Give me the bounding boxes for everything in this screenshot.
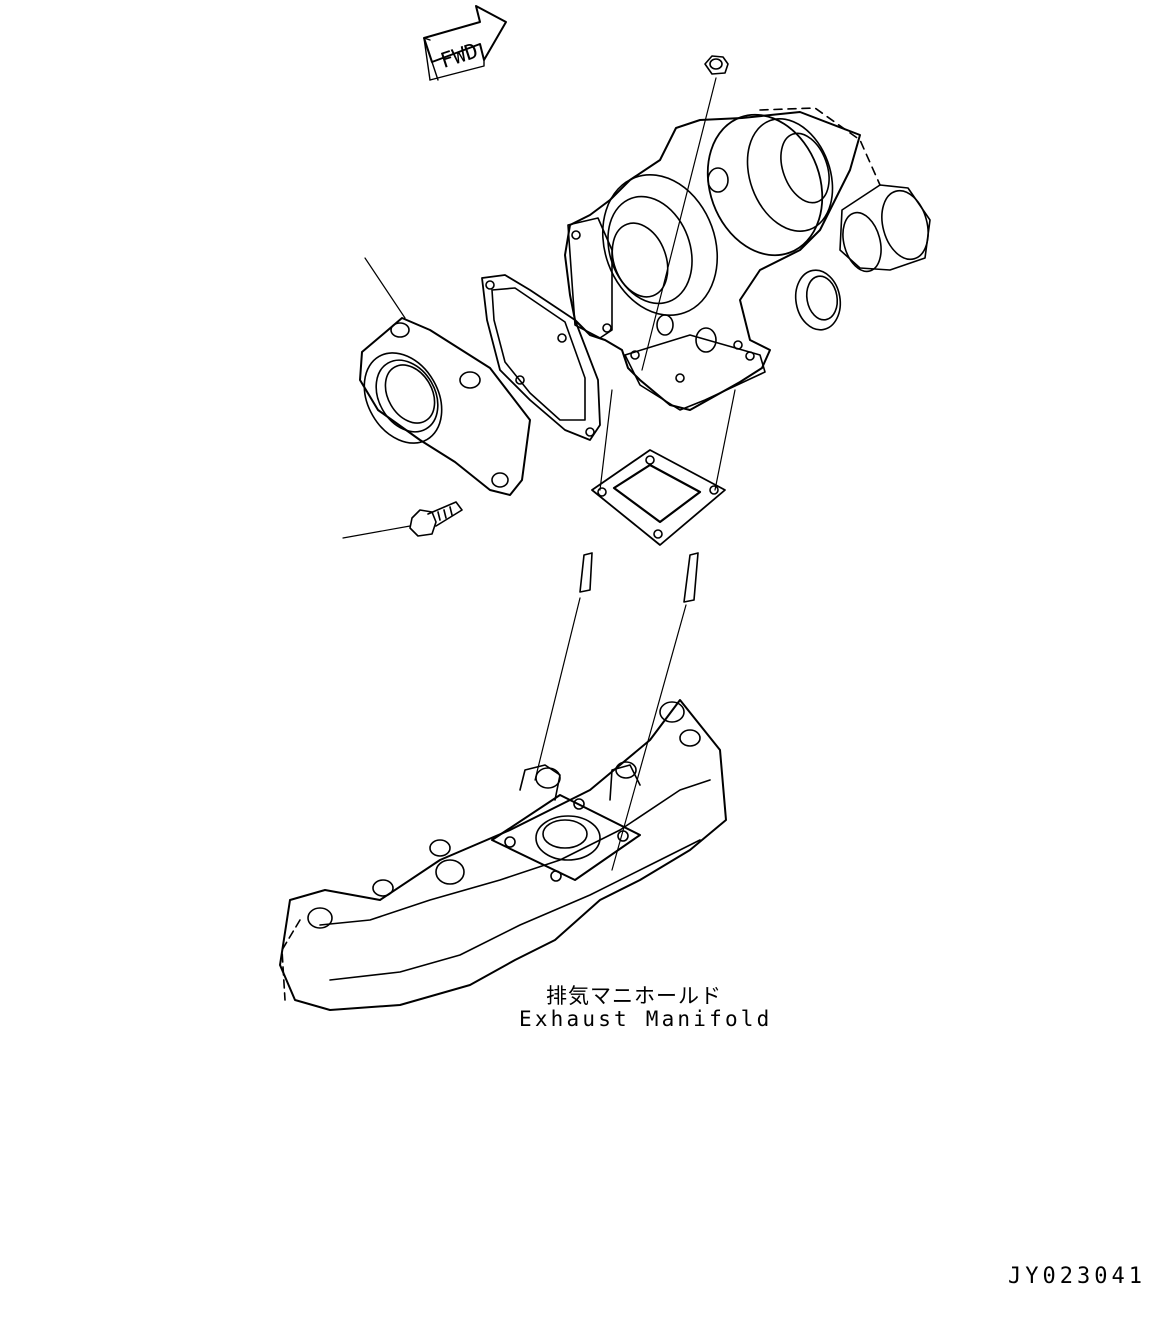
bolt-part bbox=[343, 502, 462, 538]
fwd-arrow-icon: FWD bbox=[424, 6, 506, 80]
drawing-code: JY023041 bbox=[1008, 1264, 1146, 1289]
callout-label-jp: 排気マニホールド bbox=[546, 984, 722, 1008]
outlet-adapter-part bbox=[349, 258, 530, 495]
exhaust-manifold-part bbox=[280, 700, 726, 1010]
flange-gasket-part bbox=[592, 450, 725, 545]
stud-part bbox=[535, 390, 735, 870]
callout-label-en: Exhaust Manifold bbox=[519, 1007, 773, 1031]
turbocharger-part bbox=[565, 99, 935, 410]
nut-part bbox=[642, 56, 728, 370]
gasket-part bbox=[482, 275, 600, 440]
